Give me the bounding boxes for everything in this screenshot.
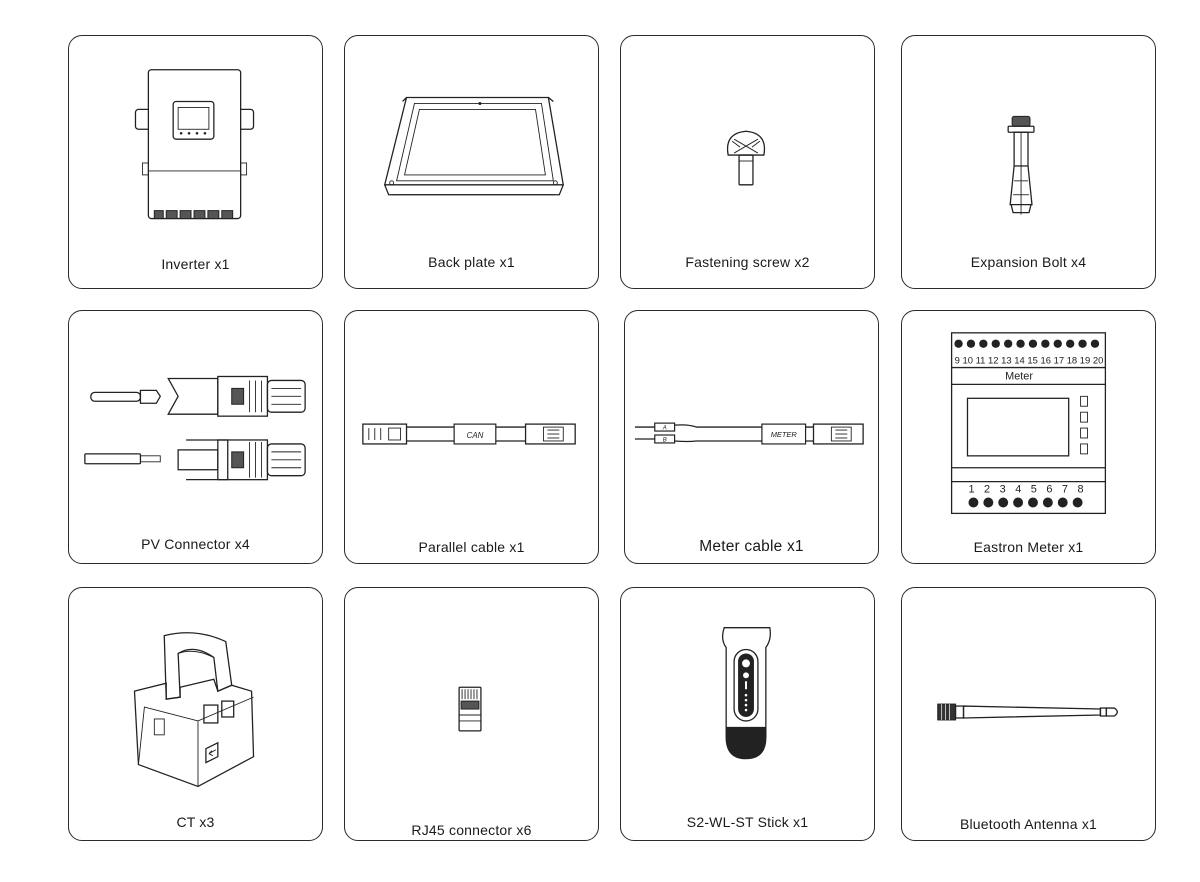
item-label: Bluetooth Antenna x1 bbox=[959, 816, 1098, 832]
item-card-expansion-bolt: Expansion Bolt x4 bbox=[901, 35, 1156, 289]
wire-tag-b: B bbox=[663, 437, 667, 443]
rj45-connector-icon bbox=[458, 686, 482, 732]
item-label: S2-WL-ST Stick x1 bbox=[686, 814, 809, 830]
item-card-inverter: Inverter x1 bbox=[68, 35, 323, 289]
item-card-bluetooth-antenna: Bluetooth Antenna x1 bbox=[901, 587, 1156, 841]
item-card-rj45-connector: RJ45 connector x6 bbox=[344, 587, 599, 841]
item-label: Parallel cable x1 bbox=[418, 539, 525, 555]
top-terminal-numbers: 9 10 11 12 13 14 15 16 17 18 19 20 bbox=[955, 355, 1104, 366]
item-label: Inverter x1 bbox=[161, 256, 230, 272]
item-label: CT x3 bbox=[176, 814, 215, 830]
bottom-terminal-numbers: 1 2 3 4 5 6 7 8 bbox=[968, 484, 1083, 496]
item-card-pv-connector: PV Connector x4 bbox=[68, 310, 323, 564]
item-card-meter-cable: A B METER Meter cable x1 bbox=[624, 310, 879, 564]
item-label: Meter cable x1 bbox=[699, 538, 804, 555]
item-card-wifi-stick: S2-WL-ST Stick x1 bbox=[620, 587, 875, 841]
item-label: PV Connector x4 bbox=[141, 536, 250, 552]
meter-title: Meter bbox=[1005, 370, 1033, 382]
wire-tag-a: A bbox=[662, 426, 667, 432]
ct-clamp-icon bbox=[133, 632, 255, 788]
expansion-bolt-icon bbox=[1007, 115, 1035, 215]
back-plate-icon bbox=[383, 96, 565, 196]
bottom-terminal-screws bbox=[968, 497, 1083, 508]
meter-icon: 9 10 11 12 13 14 15 16 17 18 19 20 Meter… bbox=[950, 332, 1107, 515]
item-label: Eastron Meter x1 bbox=[973, 539, 1084, 555]
item-label: RJ45 connector x6 bbox=[411, 822, 532, 838]
screw-icon bbox=[726, 130, 766, 186]
antenna-icon bbox=[937, 703, 1118, 721]
item-card-ct: CT x3 bbox=[68, 587, 323, 841]
pv-connector-icon bbox=[84, 375, 306, 481]
wifi-stick-icon bbox=[721, 627, 771, 760]
item-label: Fastening screw x2 bbox=[685, 254, 810, 270]
parallel-cable-icon: CAN bbox=[362, 423, 576, 445]
item-label: Expansion Bolt x4 bbox=[970, 254, 1087, 270]
item-card-eastron-meter: 9 10 11 12 13 14 15 16 17 18 19 20 Meter… bbox=[901, 310, 1156, 564]
item-card-fastening-screw: Fastening screw x2 bbox=[620, 35, 875, 289]
item-card-back-plate: Back plate x1 bbox=[344, 35, 599, 289]
cable-tag: METER bbox=[771, 430, 798, 439]
inverter-icon bbox=[134, 69, 255, 220]
item-label: Back plate x1 bbox=[428, 254, 515, 270]
cable-tag: CAN bbox=[467, 431, 484, 440]
meter-cable-icon: A B METER bbox=[634, 422, 864, 445]
item-card-parallel-cable: CAN Parallel cable x1 bbox=[344, 310, 599, 564]
top-terminal-screws bbox=[954, 339, 1100, 348]
